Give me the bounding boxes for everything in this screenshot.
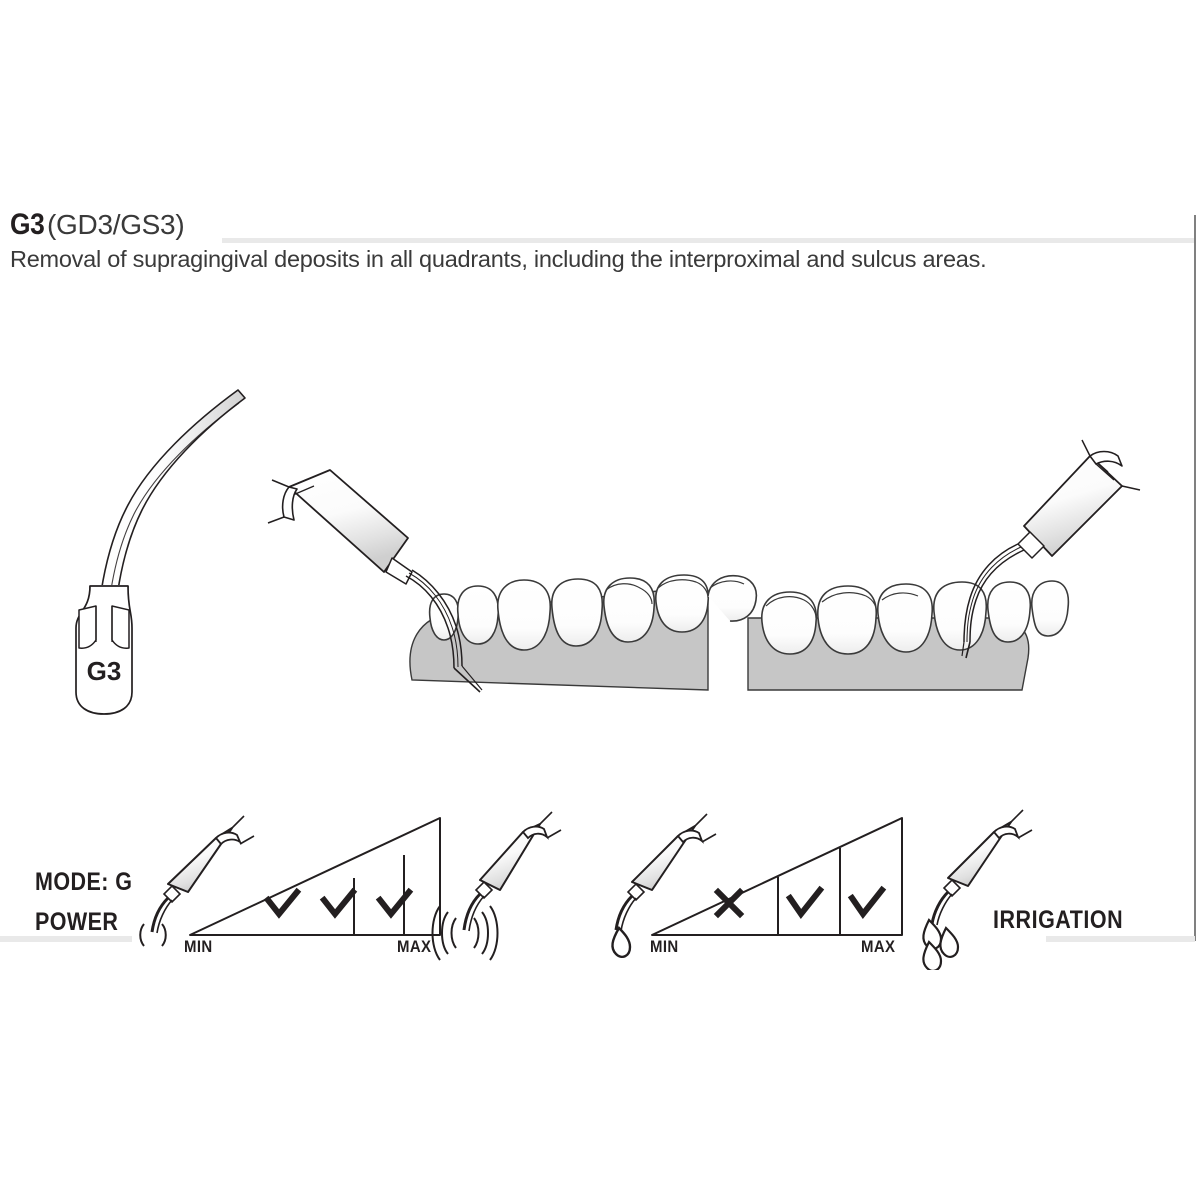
bottom-left-rule [0,936,132,942]
mode-label: MODE: G [35,868,133,896]
handpiece-lower [961,439,1141,659]
title-divider-rule [222,238,1194,243]
tip-code: G3 [10,208,45,241]
irrigation-segment-marks [713,885,887,920]
right-frame-rule [1194,215,1196,941]
page-title: G3(GD3/GS3) [10,210,1130,240]
handpiece-single-drop-icon [611,813,717,958]
bottom-right-rule [1046,936,1195,942]
power-gauge [189,817,441,936]
illustration-lower-arch [747,439,1141,691]
handpiece-triple-drop-icon [922,809,1033,970]
header: G3(GD3/GS3) Removal of supragingival dep… [10,210,1130,273]
irrigation-max-label: MAX [861,937,896,956]
scaler-tip-illustration: G3 [75,389,246,715]
handpiece-high-vibration-icon [431,811,562,961]
illustration-area: G3 [0,360,1200,720]
handpiece-upper [267,469,483,693]
power-segment-marks [263,887,414,919]
tip-engraved-label: G3 [87,656,122,686]
handpiece-low-vibration-icon [139,815,255,947]
tip-variants: (GD3/GS3) [47,209,185,240]
power-max-label: MAX [397,937,432,956]
power-min-label: MIN [184,937,213,956]
irrigation-gauge [651,817,903,936]
illustration-upper-arch [267,469,758,693]
irrigation-min-label: MIN [650,937,679,956]
tip-description: Removal of supragingival deposits in all… [10,246,987,272]
irrigation-label: IRRIGATION [993,906,1124,934]
settings-band [0,800,1200,970]
power-label: POWER [35,908,119,936]
